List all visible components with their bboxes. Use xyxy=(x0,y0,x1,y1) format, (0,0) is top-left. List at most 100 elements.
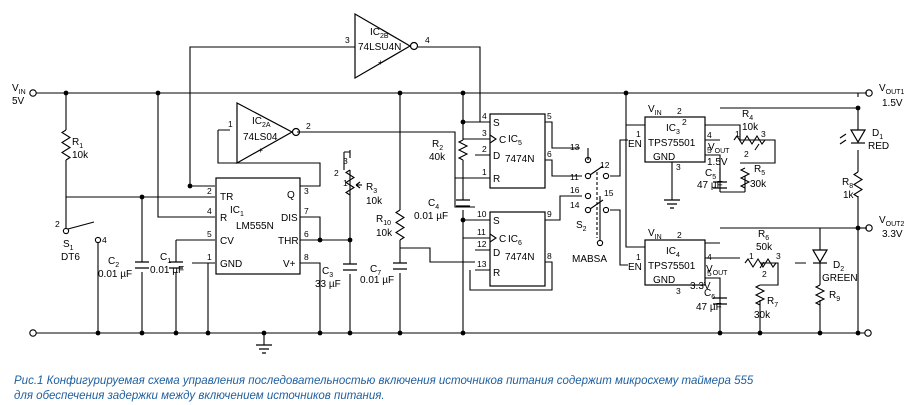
ic1-num-vplus: 8 xyxy=(304,252,309,262)
c3-capacitor xyxy=(343,263,357,271)
ic2a-name: IC2A xyxy=(252,116,271,129)
ic1-num-cv: 5 xyxy=(207,229,212,239)
ic1-num-gnd: 1 xyxy=(207,252,212,262)
r10-resistor xyxy=(394,209,406,241)
ic2b-part: 74LSU4N xyxy=(358,42,401,53)
c2-capacitor xyxy=(135,261,149,269)
ic1-num-r: 4 xyxy=(207,206,212,216)
s1-name: S1 xyxy=(63,239,74,252)
r4-pin-3: 3 xyxy=(761,129,766,139)
d1-color: RED xyxy=(868,141,889,152)
c5-value: 47 µF xyxy=(697,180,723,191)
s2-name: S2 xyxy=(576,220,587,233)
ic5-num-c: 3 xyxy=(482,128,487,138)
ic3-num-gnd: 3 xyxy=(676,162,681,172)
c1-name: C1 xyxy=(160,252,171,265)
ic6-pin-d: D xyxy=(493,248,500,259)
r2-name: R2 xyxy=(432,139,443,152)
ic6-pin-s: S xyxy=(493,216,500,227)
r7-resistor xyxy=(754,284,766,306)
ic3-pin-gnd: GND xyxy=(653,152,675,163)
ic5-num-s: 4 xyxy=(482,111,487,121)
ic2b-pin-in: 3 xyxy=(345,35,350,45)
vout-label-1: VOUT xyxy=(708,142,730,155)
c7-capacitor xyxy=(393,262,407,270)
ic2b-plus: + xyxy=(378,57,383,67)
ic1-pin-gnd: GND xyxy=(220,259,242,270)
capacitors xyxy=(135,181,727,305)
r8-name: R8 xyxy=(842,177,853,190)
ic6-num-q: 9 xyxy=(547,209,552,219)
ic6-num-qn: 8 xyxy=(547,251,552,261)
d2-color: GREEN xyxy=(822,273,858,284)
r10-name: R10 xyxy=(376,214,391,227)
r2-resistor xyxy=(457,139,469,161)
r9-resistor xyxy=(814,284,826,306)
ic3-pin-vin: VIN xyxy=(648,104,662,117)
ic4-num-vout: 4 xyxy=(707,252,712,262)
r3-value: 10k xyxy=(366,196,383,207)
ic5-pin-r: R xyxy=(493,174,500,185)
ic1-pin-thr: THR xyxy=(278,236,299,247)
c6-value: 47 µF xyxy=(696,302,722,313)
c4-name: C4 xyxy=(428,198,439,211)
s1-pin-2: 2 xyxy=(55,219,60,229)
ic6-pin-c: C xyxy=(499,234,506,245)
ic4-num-gnd: 3 xyxy=(676,286,681,296)
vout-value-2: 3.3V xyxy=(690,281,711,292)
ic5-pin-c: C xyxy=(499,135,506,146)
ic1-pin-dis: DIS xyxy=(281,213,298,224)
r7-value: 30k xyxy=(754,310,771,321)
ic1-num-q: 3 xyxy=(304,186,309,196)
switch-s2: 13 12 11 16 15 14 S2 MABSA xyxy=(570,142,614,265)
ic5-num-d: 2 xyxy=(482,144,487,154)
c3-name: C3 xyxy=(322,266,333,279)
ic3-regulator: VIN EN GND IC3 TPS75501 2 1 4 5 3 2 xyxy=(628,104,712,172)
ic1-pin-q: Q xyxy=(287,190,295,201)
d1-name: D1 xyxy=(872,128,883,141)
r3-pin-1: 1 xyxy=(343,178,348,188)
r5-resistor xyxy=(739,167,751,189)
r4-pin-1: 1 xyxy=(735,129,740,139)
vout-value-1: 1.5V xyxy=(707,157,728,168)
vin-label: VIN xyxy=(12,83,26,96)
ground-symbols xyxy=(256,199,680,354)
r6-pin-2: 2 xyxy=(762,269,767,279)
r3-pin-2: 2 xyxy=(334,168,339,178)
ic3-num-vin: 2 xyxy=(677,106,682,116)
vout1-value: 1.5V xyxy=(882,98,903,109)
ic5-name: IC5 xyxy=(508,134,522,147)
caption-line-1: Рис.1 Конфигурируемая схема управления п… xyxy=(14,375,754,387)
ic6-name: IC6 xyxy=(508,234,522,247)
r6-value: 50k xyxy=(756,242,773,253)
wires xyxy=(36,46,867,345)
s2-pin-16: 16 xyxy=(570,185,580,195)
c7-name: C7 xyxy=(370,264,381,277)
ic3-name: IC3 xyxy=(666,123,680,136)
ic3-num-en: 1 xyxy=(636,129,641,139)
r3-name: R3 xyxy=(366,182,377,195)
r1-value: 10k xyxy=(72,150,89,161)
ic6-num-d: 12 xyxy=(477,239,487,249)
vout2-value: 3.3V xyxy=(882,229,903,240)
resistors xyxy=(60,129,864,306)
ic3-num-gnd-top: 2 xyxy=(682,117,687,127)
terminals xyxy=(29,89,873,337)
ic6-part: 7474N xyxy=(505,252,534,263)
ic5-pin-s: S xyxy=(493,118,500,129)
ground-icon-ic3 xyxy=(664,199,680,209)
ic1-num-tr: 2 xyxy=(207,186,212,196)
ic6-flipflop: S C D R IC6 7474N 10 11 12 13 9 8 xyxy=(477,209,552,287)
r6-pin-1: 1 xyxy=(749,251,754,261)
c5-capacitor xyxy=(713,181,727,189)
r5-value: 30k xyxy=(750,179,767,190)
r4-value: 10k xyxy=(742,122,759,133)
s2-part: MABSA xyxy=(572,254,607,265)
c6-capacitor xyxy=(713,297,727,305)
ic1-timer: IC1 LM555N TR R CV GND Q DIS THR V+ 2 4 … xyxy=(207,177,309,275)
ic5-num-qn: 6 xyxy=(547,149,552,159)
led-d1: D1 RED xyxy=(839,128,889,152)
d2-name: D2 xyxy=(833,260,844,273)
